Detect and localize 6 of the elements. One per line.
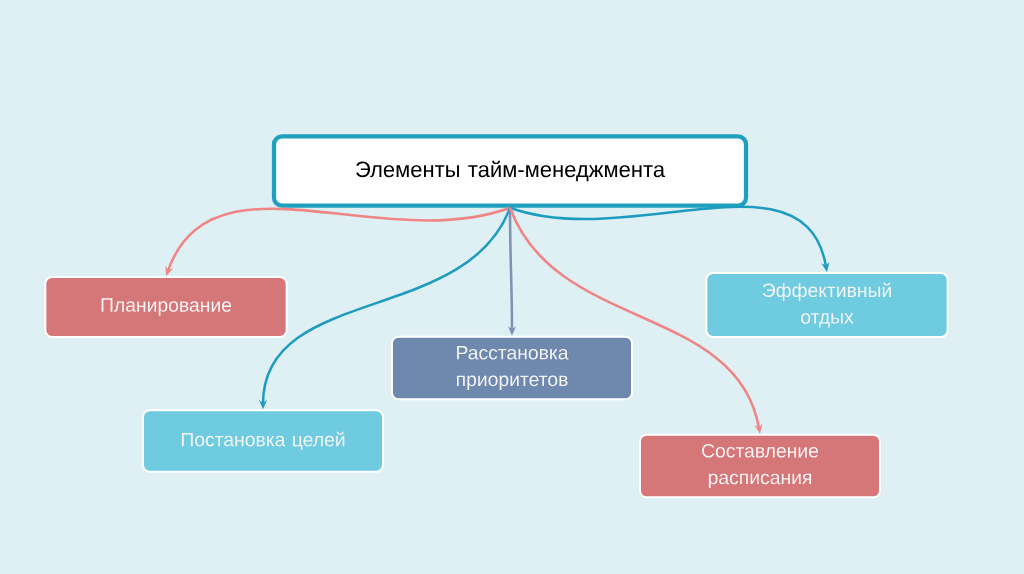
topic-box: Постановка целей [142, 409, 384, 473]
topic-box: Расстановка приоритетов [391, 335, 633, 401]
topic-box: Планирование [44, 276, 288, 338]
title-box: Элементы тайм-менеджмента [271, 134, 749, 208]
topic-box: Эффективный отдых [705, 272, 949, 338]
topic-box: Составление расписания [639, 433, 881, 499]
